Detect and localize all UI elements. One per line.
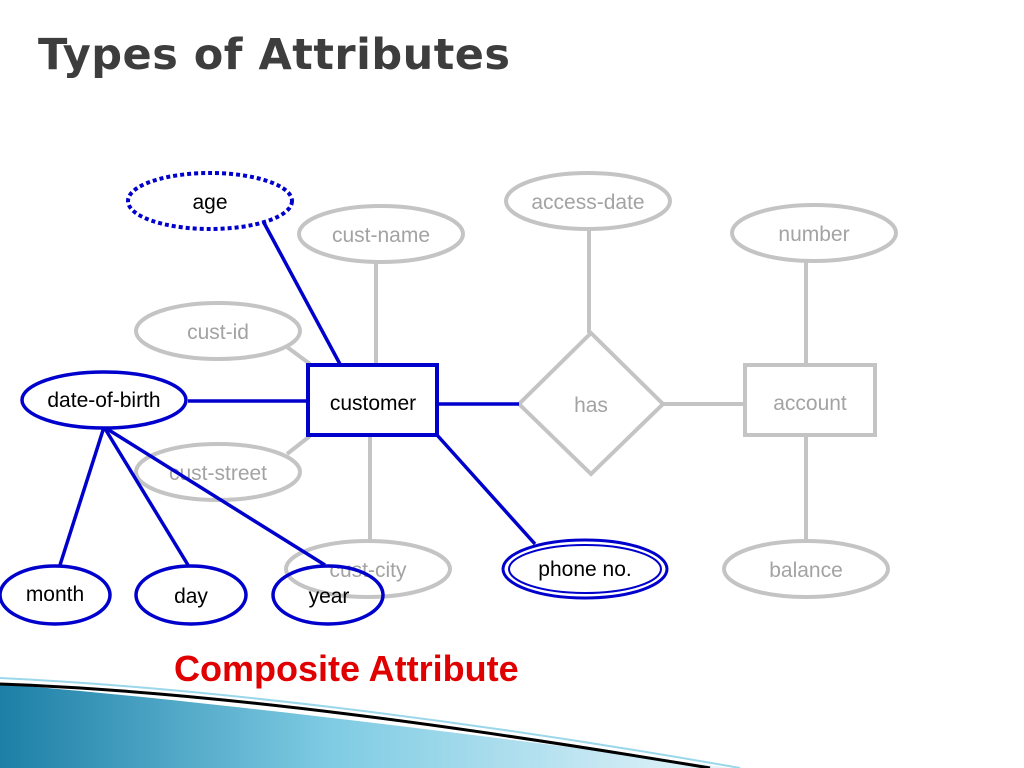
label-cust-city: cust-city [329,559,407,582]
label-balance: balance [769,559,843,582]
label-customer: customer [330,392,416,415]
attr-day [134,564,248,626]
label-day: day [174,585,208,608]
line-age [261,220,343,367]
swoosh-fill [0,684,730,768]
swoosh-dark-edge [0,682,711,768]
attr-year [271,564,385,626]
line-phone [435,433,537,546]
attr-balance [722,539,890,599]
line-month [58,426,106,566]
line-cust-street [285,434,312,456]
label-age: age [192,191,227,214]
entity-account [743,363,877,437]
attr-date-of-birth [20,370,188,430]
attr-cust-city [284,539,452,599]
attr-cust-name [297,204,465,264]
faded-connectors [285,228,808,543]
label-month: month [26,583,84,606]
label-date-of-birth: date-of-birth [47,389,160,412]
attr-number [730,203,898,263]
label-access-date: access-date [531,191,644,214]
label-account: account [773,392,847,415]
line-day [102,426,190,566]
label-year: year [309,585,350,608]
attr-phone-inner [508,544,662,594]
line-year [103,425,326,567]
caption-composite-attribute: Composite Attribute [174,648,519,689]
attr-month [0,564,112,626]
highlight-connectors [58,220,537,567]
label-cust-id: cust-id [187,321,249,344]
label-has: has [574,394,608,417]
bottom-swoosh [0,677,741,768]
slide-title: Types of Attributes [38,30,511,80]
label-cust-street: cust-street [169,462,267,485]
line-cust-id [285,345,312,366]
label-phone: phone no. [538,558,631,581]
relationship-has [516,330,666,477]
attr-access-date [504,171,672,231]
attr-age-derived [126,171,294,231]
attr-cust-id [134,301,302,361]
label-cust-name: cust-name [332,224,430,247]
entity-customer [306,363,439,437]
swoosh-light-edge [0,677,741,768]
label-number: number [778,223,849,246]
